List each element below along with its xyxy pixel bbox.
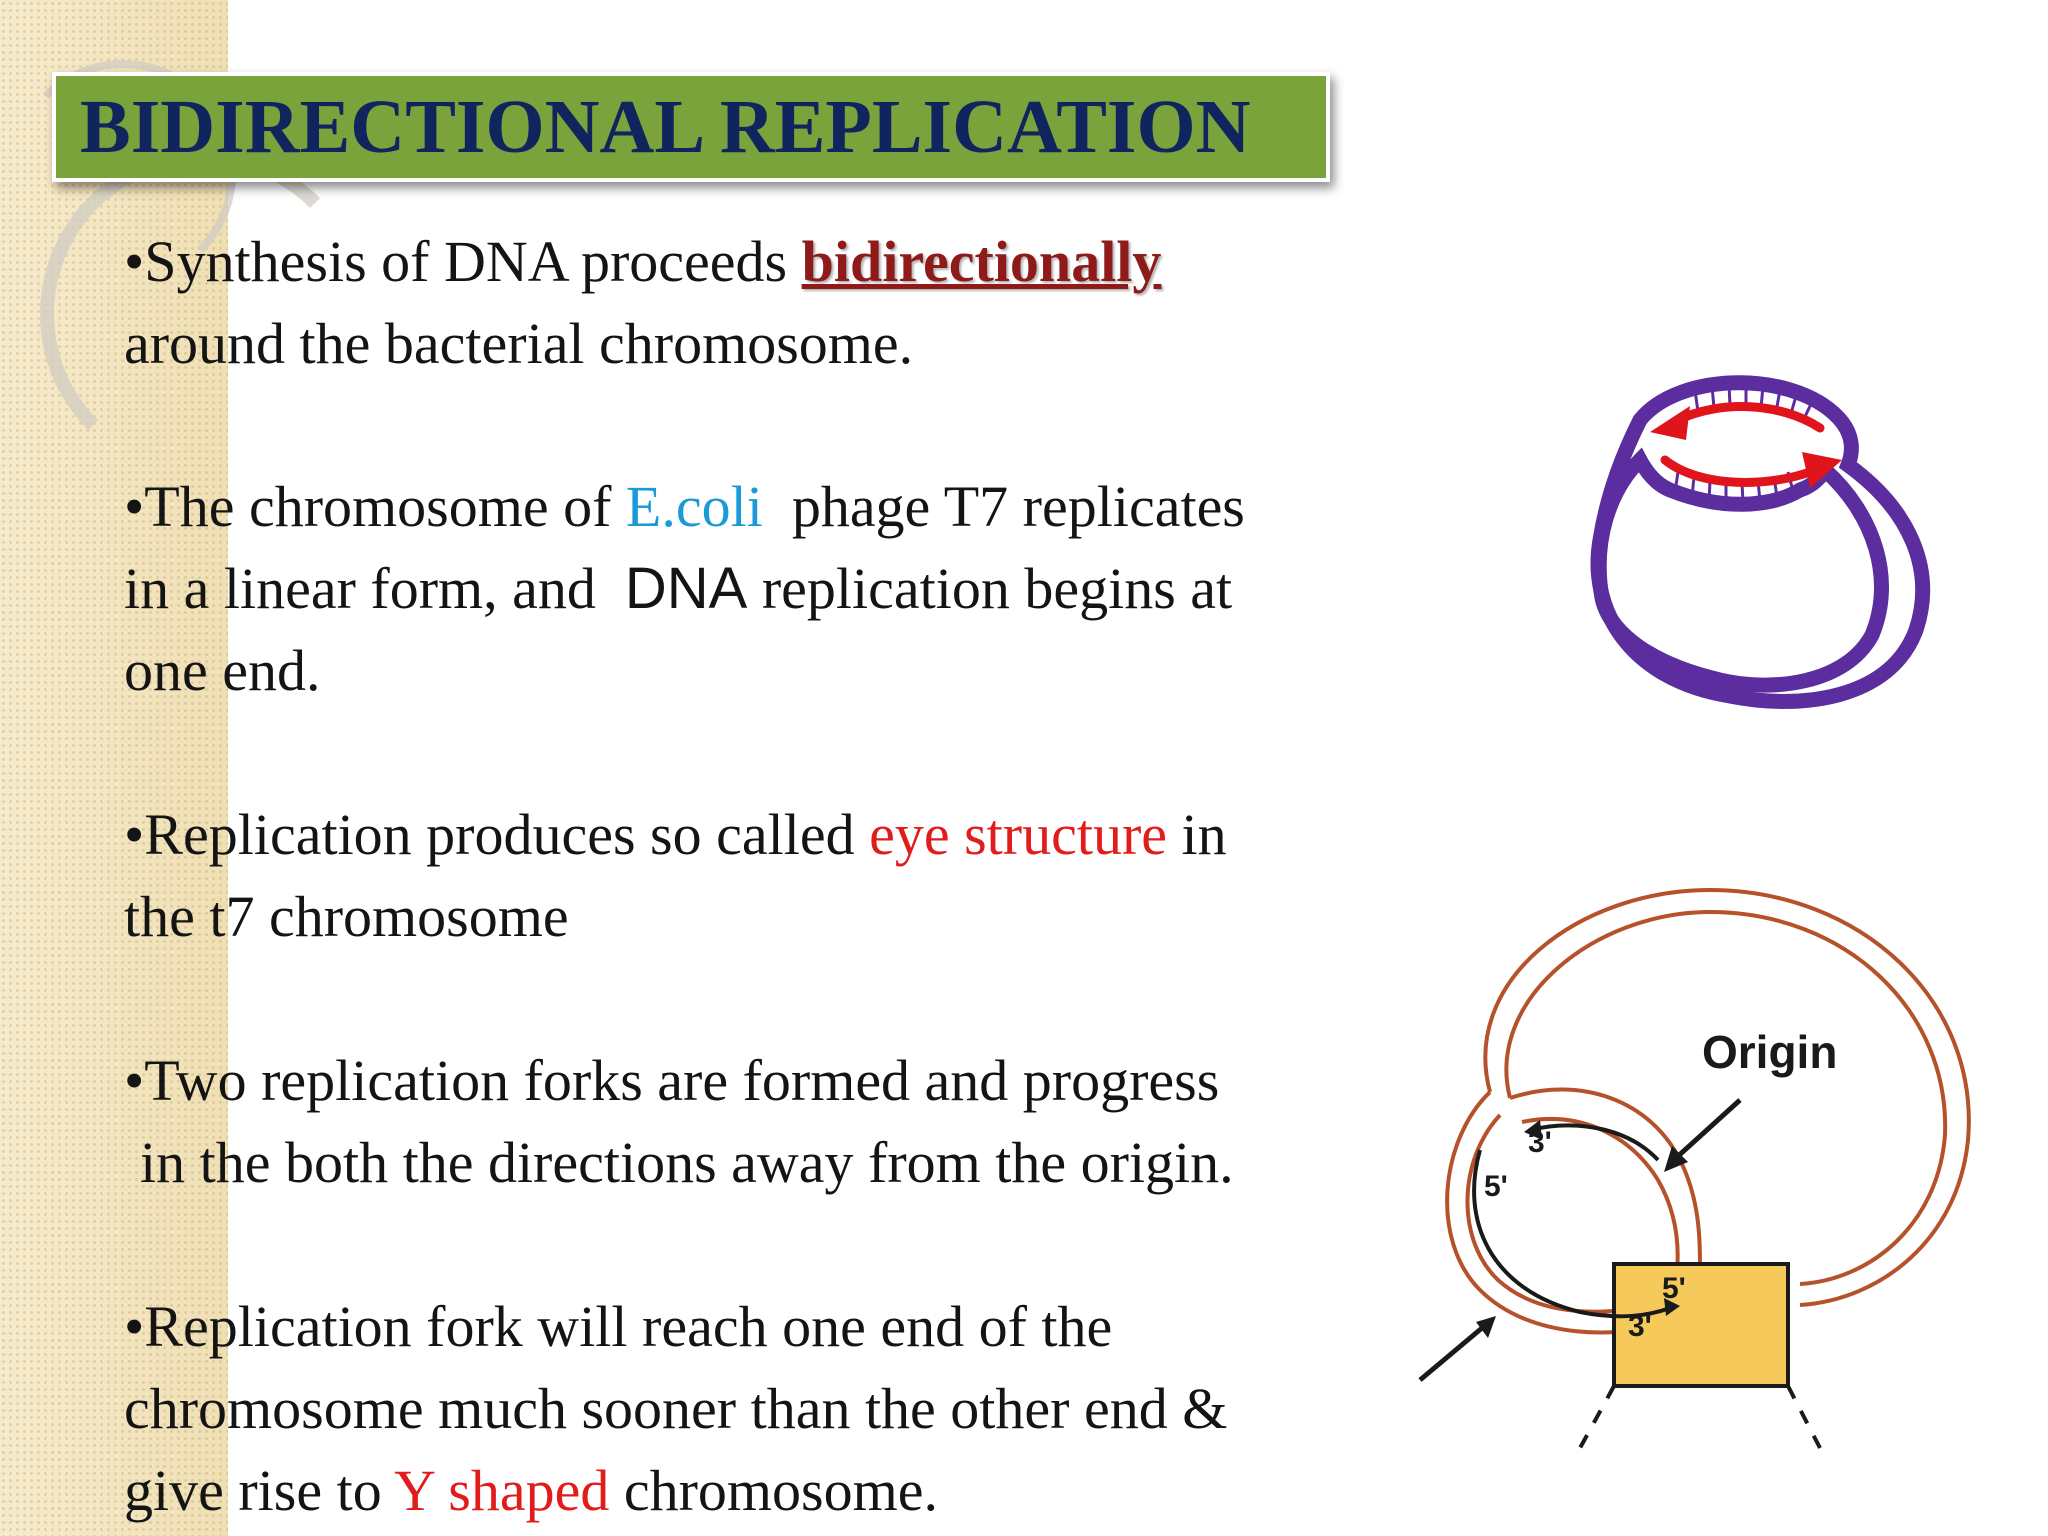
bullet-3: •Replication produces so called eye stru… (124, 794, 1464, 958)
bullet-5-line-2: chromosome much sooner than the other en… (124, 1376, 1228, 1441)
arrowhead-bottom-right (1802, 452, 1842, 488)
bullet-2-line-2: in a linear form, and DNA replication be… (124, 548, 1464, 630)
replication-arrow (1472, 1149, 1671, 1319)
bullet-3-pre: •Replication produces so called (124, 802, 870, 867)
inner-loop-outer-2 (1465, 1113, 1671, 1314)
bullet-2: •The chromosome of E.coli phage T7 repli… (124, 466, 1464, 712)
bullet-2-emphasis: E.coli (625, 474, 763, 539)
bullet-1-line-2: around the bacterial chromosome. (124, 311, 914, 376)
bullet-1-line-1: •Synthesis of DNA proceeds bidirectional… (124, 221, 1464, 303)
dashed-line-right (1786, 1385, 1822, 1449)
label-3-prime-top: 3' (1528, 1126, 1552, 1159)
bullet-5-emphasis: Y shaped (394, 1458, 610, 1523)
outer-ring-outer (1483, 887, 1971, 1307)
bullet-2-pre: •The chromosome of (124, 474, 626, 539)
bullet-2-post: phage T7 replicates (762, 474, 1245, 539)
bullet-3-emphasis: eye structure (869, 802, 1167, 867)
bullet-5-line-1: •Replication fork will reach one end of … (124, 1294, 1113, 1359)
bullet-2-line-2-pre: in a linear form, and (124, 556, 625, 621)
dashed-line-left (1578, 1385, 1616, 1449)
title-banner: BIDIRECTIONAL REPLICATION (52, 72, 1330, 182)
new-strand-bottom-arrow (1660, 455, 1820, 487)
new-strand-top-arrow (1673, 402, 1825, 433)
outer-ring-inner (1504, 909, 1948, 1286)
bullet-2-dna: DNA (624, 556, 748, 621)
arrowhead-top (1524, 1120, 1542, 1140)
slide-title: BIDIRECTIONAL REPLICATION (80, 85, 1251, 169)
origin-label: Origin (1702, 1026, 1837, 1078)
bullet-1: •Synthesis of DNA proceeds bidirectional… (124, 221, 1464, 385)
bullet-4-line-2: in the both the directions away from the… (140, 1130, 1234, 1195)
replication-arrow-top (1529, 1123, 1660, 1162)
label-5-prime-box: 5' (1662, 1272, 1686, 1305)
inner-strand (1591, 447, 1889, 693)
bullet-3-post: in (1167, 802, 1227, 867)
bullet-2-line-3: one end. (124, 638, 321, 703)
bullet-4: •Two replication forks are formed and pr… (124, 1040, 1464, 1204)
bullet-2-line-1: •The chromosome of E.coli phage T7 repli… (124, 466, 1464, 548)
bullet-3-line-2: the t7 chromosome (124, 884, 569, 949)
bullet-2-line-2-post: replication begins at (747, 556, 1233, 621)
bullet-1-emphasis: bidirectionally (801, 229, 1162, 294)
fork-box (1612, 1262, 1790, 1388)
bullet-4-line-1: •Two replication forks are formed and pr… (124, 1048, 1220, 1113)
lower-pointer (1418, 1326, 1484, 1382)
bullet-5: •Replication fork will reach one end of … (124, 1286, 1464, 1532)
inner-loop-inner (1509, 1087, 1702, 1271)
origin-pointer (1674, 1098, 1742, 1160)
origin-diagram: Origin 3' 5' 5' 3' (1418, 887, 1971, 1449)
bullet-5-post: chromosome. (609, 1458, 938, 1523)
inner-loop-inner-2 (1521, 1117, 1680, 1281)
bullet-5-line-3: give rise to Y shaped chromosome. (124, 1450, 1464, 1532)
bullet-5-pre: give rise to (124, 1458, 395, 1523)
bullet-3-line-1: •Replication produces so called eye stru… (124, 794, 1464, 876)
label-5-prime-left: 5' (1484, 1170, 1508, 1203)
eye-structure-diagram (1590, 375, 1931, 709)
arrowhead-bottom (1664, 1298, 1680, 1316)
arrowhead-top-left (1650, 406, 1690, 440)
lower-pointer-head (1476, 1316, 1496, 1338)
bullet-1-pre: •Synthesis of DNA proceeds (124, 229, 802, 294)
label-3-prime-box: 3' (1628, 1310, 1652, 1343)
origin-pointer-head (1664, 1146, 1688, 1172)
